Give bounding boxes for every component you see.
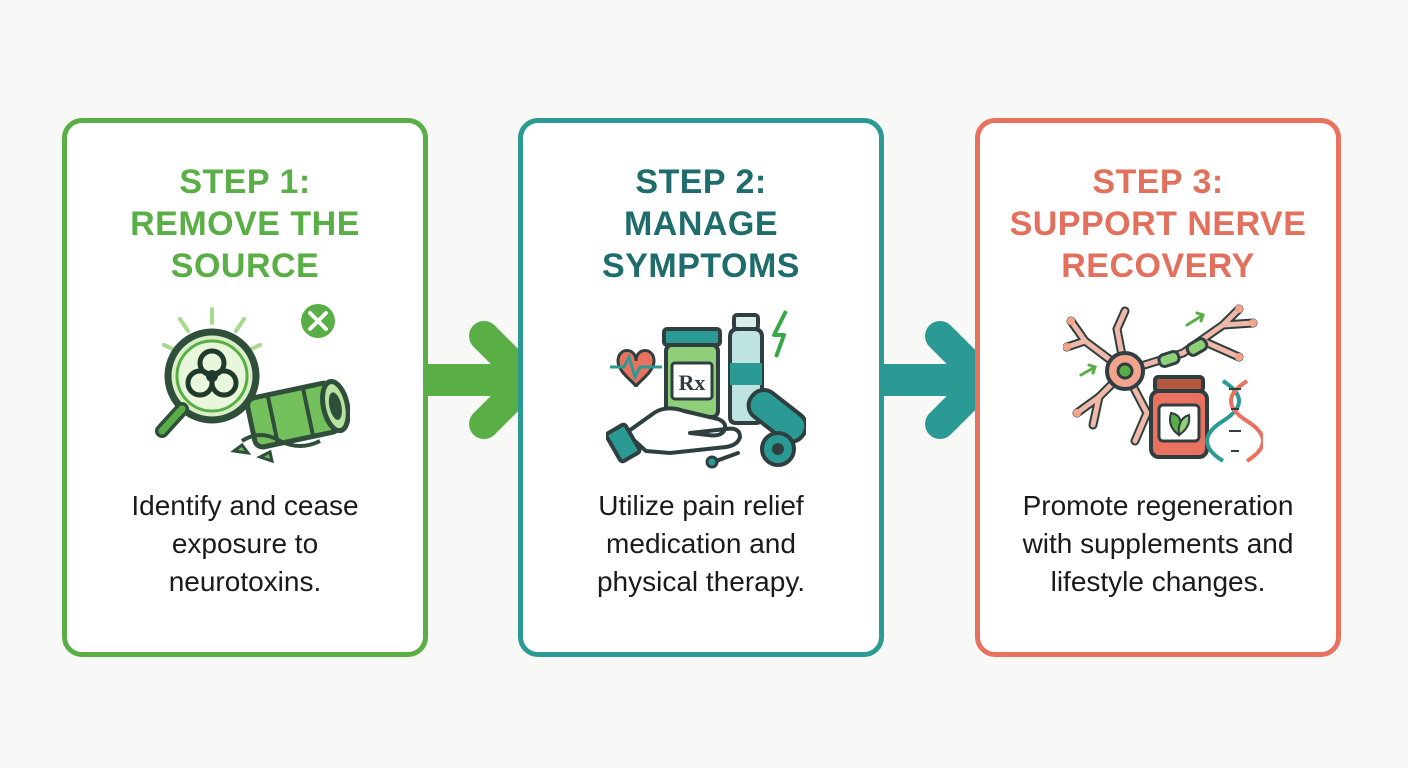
step-1-description-line: exposure to <box>171 528 319 559</box>
step-card-3: STEP 3: SUPPORT NERVE RECOVERY <box>975 118 1341 657</box>
step-2-description-line: physical therapy. <box>596 566 806 597</box>
step-2-title-line: STEP 2: <box>635 163 767 201</box>
step-3-title: STEP 3: SUPPORT NERVE RECOVERY <box>980 161 1336 287</box>
step-2-title: STEP 2: MANAGE SYMPTOMS <box>523 161 879 287</box>
step-3-description-line: lifestyle changes. <box>1050 566 1266 597</box>
step-3-title-line: STEP 3: <box>1092 163 1224 201</box>
step-3-description-line: with supplements and <box>1022 528 1294 559</box>
step-2-description-line: medication and <box>606 528 796 559</box>
step-2-description: Utilize pain relief medication and physi… <box>533 487 869 601</box>
step-1-title-line: STEP 1: <box>179 163 311 201</box>
step-card-1: STEP 1: REMOVE THE SOURCE <box>62 118 428 657</box>
medication-therapy-icon: Rx <box>606 301 806 471</box>
step-3-description-line: Promote regeneration <box>1022 490 1294 521</box>
step-3-title-line: RECOVERY <box>1061 247 1255 285</box>
step-1-description: Identify and cease exposure to neurotoxi… <box>77 487 413 601</box>
biohazard-magnifier-icon <box>150 301 350 471</box>
step-1-title-line: SOURCE <box>170 247 320 285</box>
step-1-description-line: neurotoxins. <box>168 566 322 597</box>
step-2-description-line: Utilize pain relief <box>598 490 804 521</box>
step-1-title: STEP 1: REMOVE THE SOURCE <box>67 161 423 287</box>
step-3-title-line: SUPPORT NERVE <box>1009 205 1307 243</box>
step-card-2: STEP 2: MANAGE SYMPTOMS Rx <box>518 118 884 657</box>
rx-label: Rx <box>679 370 706 395</box>
nerve-regeneration-icon <box>1063 301 1263 471</box>
step-2-title-line: SYMPTOMS <box>602 247 800 285</box>
step-1-title-line: REMOVE THE <box>130 205 360 243</box>
step-3-description: Promote regeneration with supplements an… <box>990 487 1326 601</box>
step-1-description-line: Identify and cease <box>131 490 359 521</box>
step-2-title-line: MANAGE <box>623 205 779 243</box>
